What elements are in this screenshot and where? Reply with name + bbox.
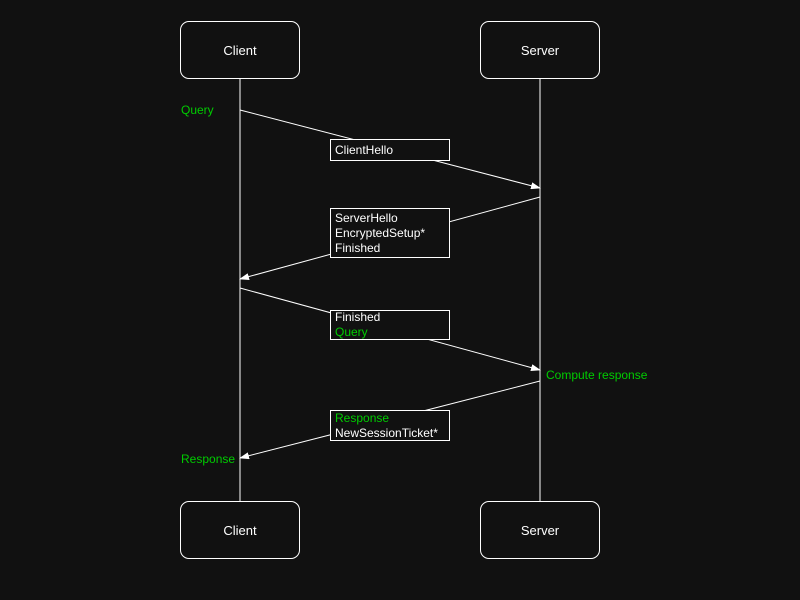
actor-client-top-label: Client [223, 42, 257, 58]
actor-server-bottom-label: Server [520, 522, 560, 538]
annotation-response: Response [181, 452, 236, 466]
actor-server-top: Server [480, 21, 600, 79]
message-client-hello: ClientHello [330, 139, 450, 161]
annotation-query: Query [181, 103, 214, 117]
message-line: Response [335, 410, 390, 425]
actor-client-bottom: Client [180, 501, 300, 559]
actor-server-bottom: Server [480, 501, 600, 559]
message-response-ticket: Response NewSessionTicket* [330, 410, 450, 441]
message-line: Query [335, 325, 368, 339]
message-line: Finished [335, 310, 381, 324]
message-finished-query: Finished Query [330, 310, 450, 340]
actor-client-top: Client [180, 21, 300, 79]
message-line: ServerHello [335, 210, 398, 225]
message-line: EncryptedSetup* [335, 225, 426, 240]
actor-client-bottom-label: Client [223, 522, 257, 538]
actor-server-top-label: Server [520, 42, 560, 58]
annotation-compute-response: Compute response [546, 368, 648, 382]
message-line: Finished [335, 240, 381, 255]
message-server-hello: ServerHello EncryptedSetup* Finished [330, 208, 450, 258]
message-line: NewSessionTicket* [335, 425, 438, 440]
message-line: ClientHello [335, 142, 394, 157]
